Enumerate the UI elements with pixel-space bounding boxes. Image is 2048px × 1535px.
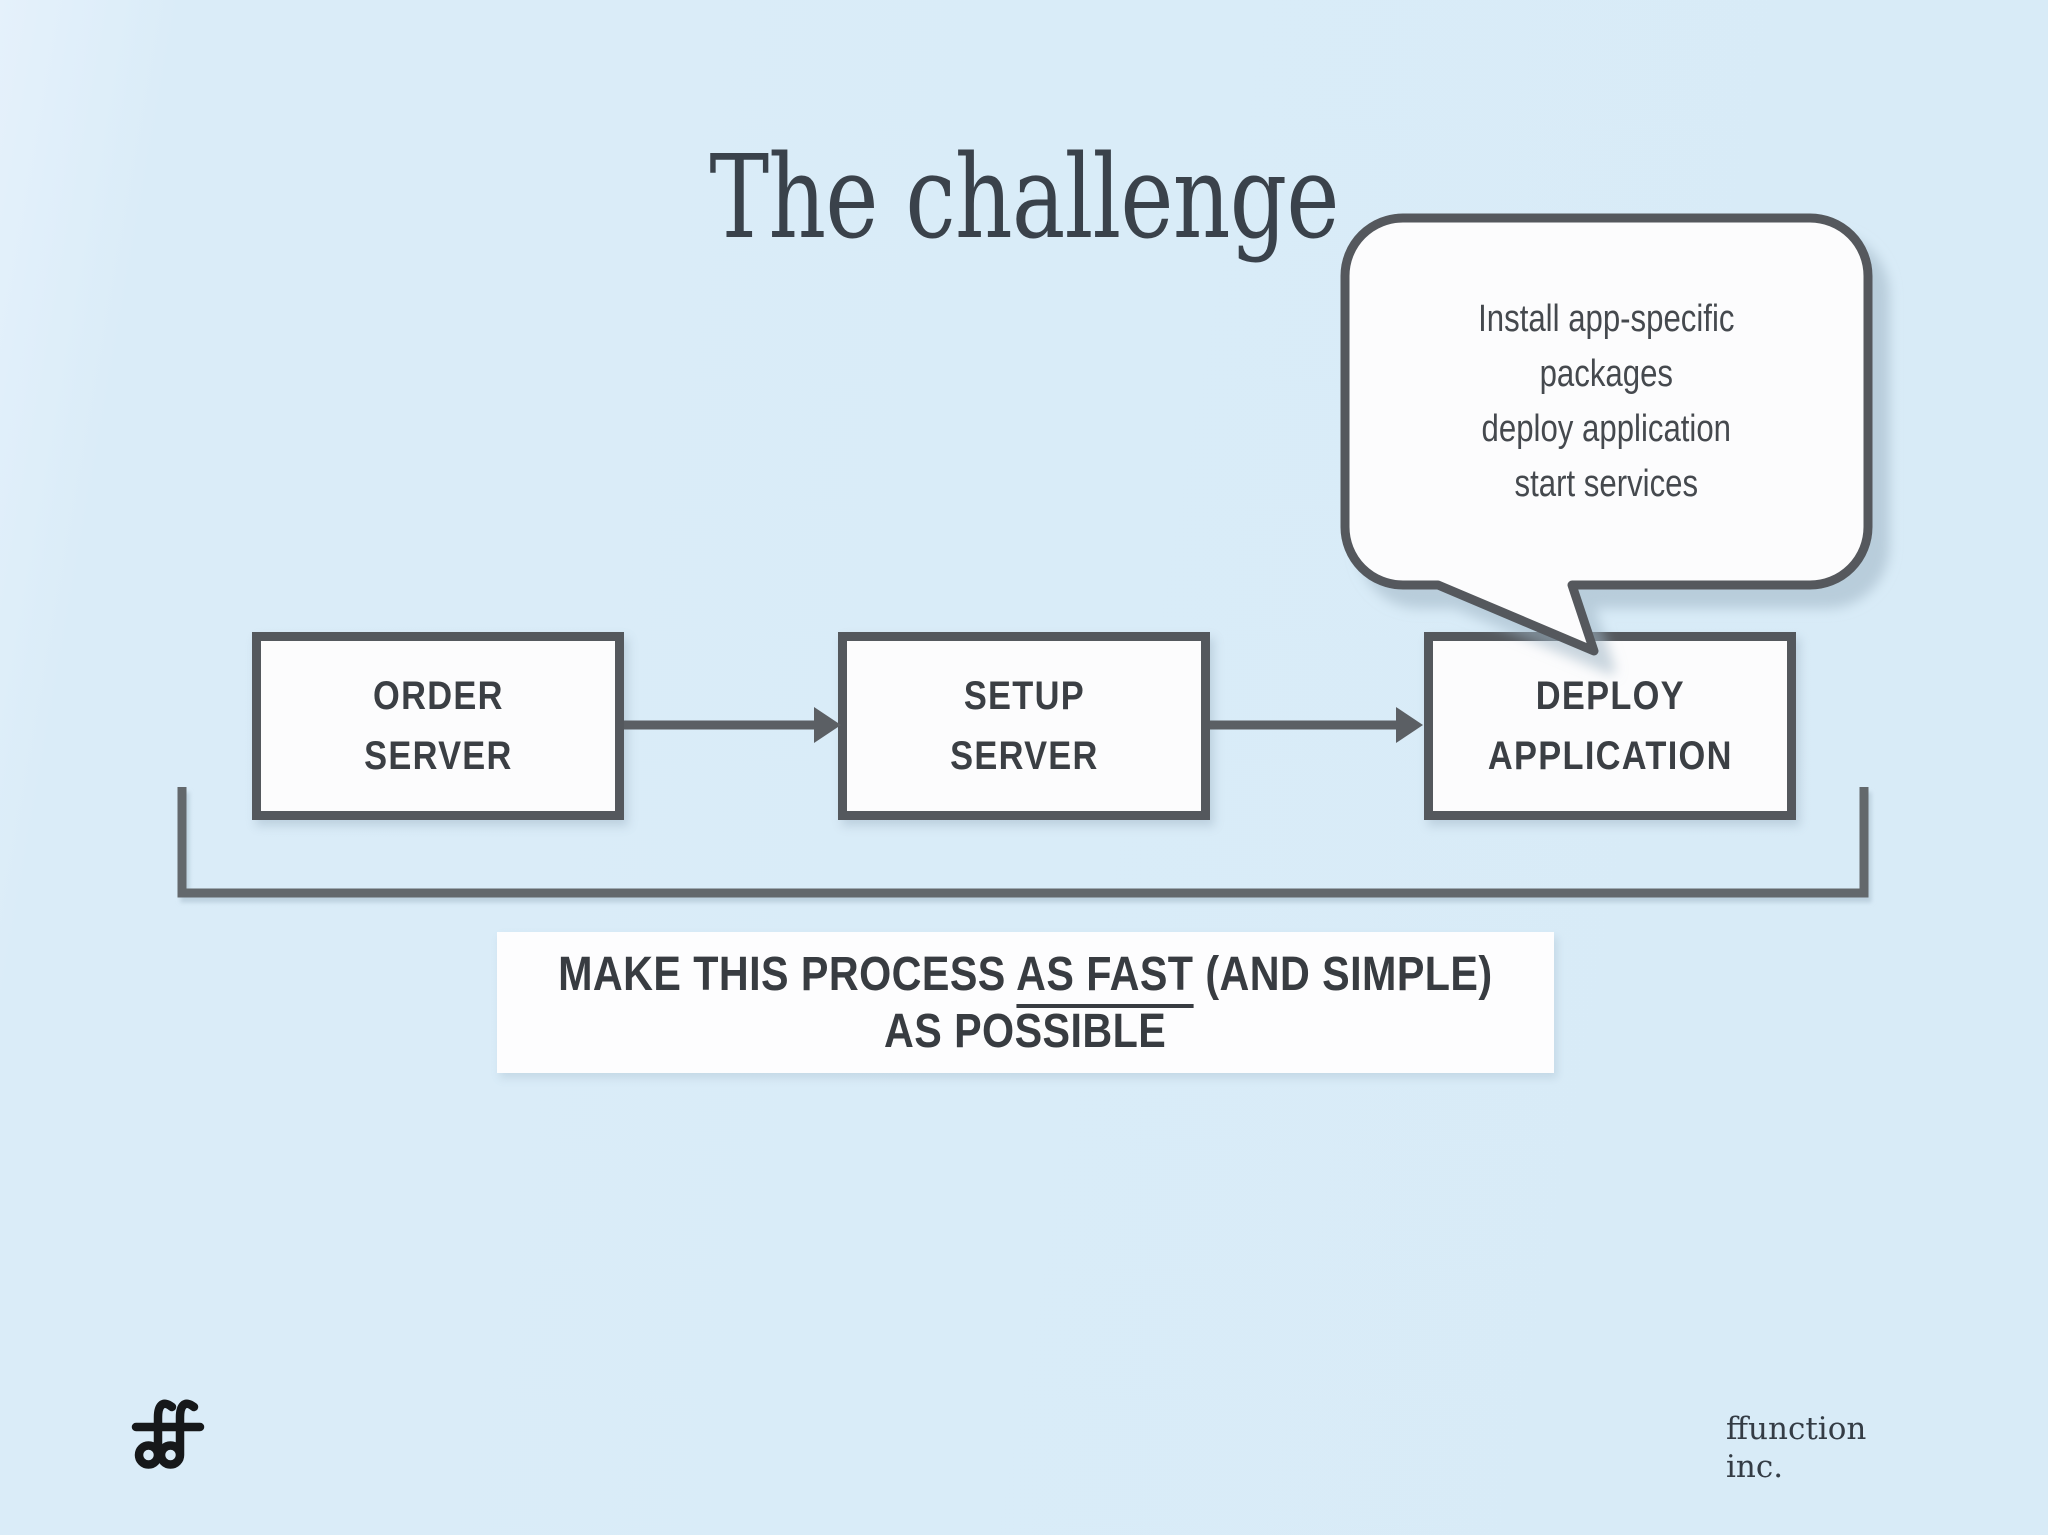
deploy-application-line2: APPLICATION: [1487, 734, 1733, 778]
page-title: The challenge: [709, 131, 1339, 265]
order-server-label: ORDER SERVER: [364, 666, 513, 786]
bubble-line-1: Install app-specific: [1478, 297, 1735, 340]
company-name-line1: ffunction: [1726, 1411, 1867, 1447]
setup-server-label: SETUP SERVER: [950, 666, 1099, 786]
speech-bubble-text: Install app-specific packages deploy app…: [1345, 218, 1868, 585]
bubble-line-4: start services: [1514, 462, 1699, 505]
setup-server-line1: SETUP: [963, 674, 1085, 718]
banner-line1-suffix: (AND SIMPLE): [1193, 947, 1493, 1001]
banner-line-1: MAKE THIS PROCESS AS FAST (AND SIMPLE): [558, 946, 1493, 1008]
deploy-application-label: DEPLOY APPLICATION: [1488, 666, 1733, 786]
order-server-line2: SERVER: [363, 734, 513, 778]
bubble-line-3: deploy application: [1481, 407, 1732, 450]
flow-arrow-order-to-setup: [624, 707, 841, 743]
banner-line1-prefix: MAKE THIS PROCESS: [558, 947, 1017, 1001]
company-name: ffunction inc.: [1726, 1410, 1866, 1486]
flow-box-deploy-application: DEPLOY APPLICATION: [1424, 632, 1796, 820]
banner-line1-underlined: AS FAST: [1016, 947, 1194, 1008]
company-name-line2: inc.: [1726, 1449, 1784, 1485]
deploy-application-line1: DEPLOY: [1535, 674, 1685, 718]
speech-bubble-lines: Install app-specific packages deploy app…: [1478, 292, 1734, 512]
speech-bubble: [1340, 213, 1873, 656]
flow-arrow-setup-to-deploy: [1210, 707, 1423, 743]
order-server-line1: ORDER: [372, 674, 504, 718]
setup-server-line2: SERVER: [949, 734, 1099, 778]
flow-box-setup-server: SETUP SERVER: [838, 632, 1210, 820]
ffunction-logo-icon: [131, 1399, 205, 1469]
banner-line-2: AS POSSIBLE: [884, 1004, 1167, 1058]
process-goal-banner: MAKE THIS PROCESS AS FAST (AND SIMPLE) A…: [497, 932, 1554, 1073]
bubble-line-2: packages: [1539, 352, 1674, 395]
flow-box-order-server: ORDER SERVER: [252, 632, 624, 820]
